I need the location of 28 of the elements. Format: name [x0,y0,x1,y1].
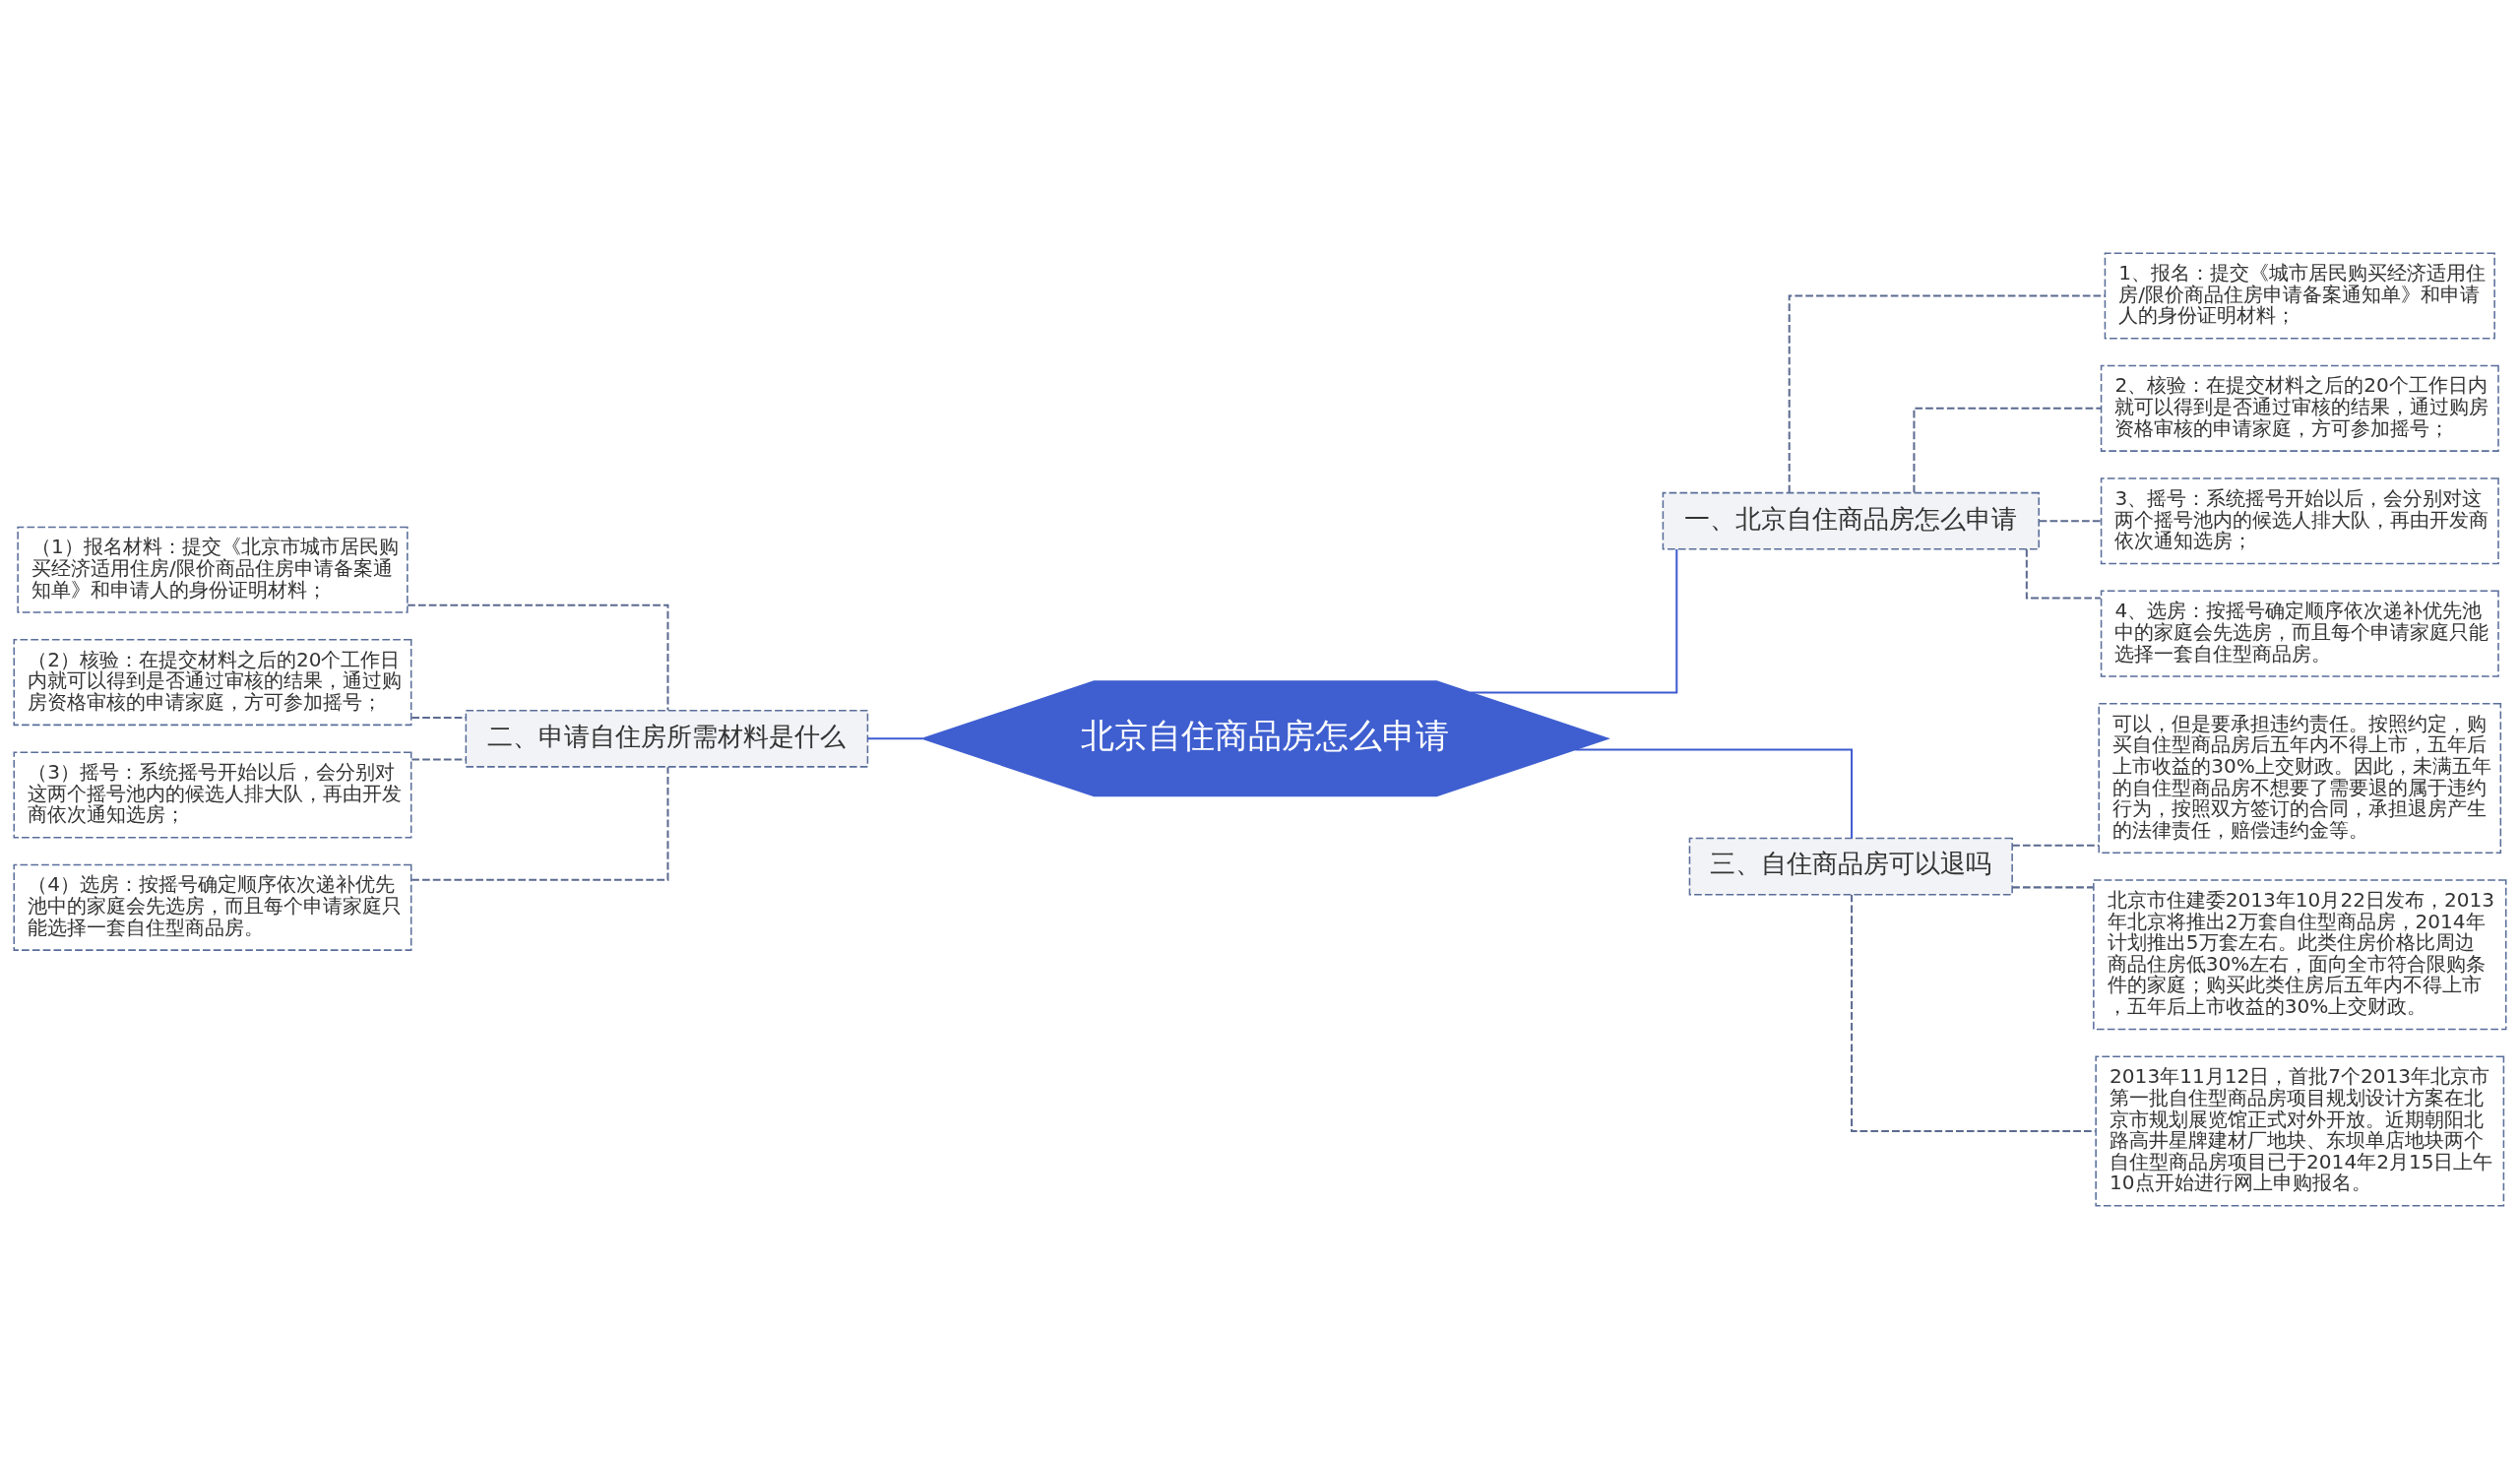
connector [1913,407,2102,492]
node-box: 2013年11月12日，首批7个2013年北京市第一批自住型商品房项目规划设计方案在北京市规划展览馆正式对外开放。近期朝阳北路高井星牌建材厂地块、东坝单店地块两个自住型商品房项目已于2014年2月15日上午10点开始进行网上申购报名。 [2095,1055,2505,1207]
node-box: 一、北京自住商品房怎么申请 [1662,491,2040,550]
node-box: 4、选房：按摇号确定顺序依次递补优先池中的家庭会先选房，而且每个申请家庭只能选择一套自住型商品房。 [2100,590,2499,677]
node-box: 二、申请自住房所需材料是什么 [465,709,869,768]
node-box: 三、自住商品房可以退吗 [1688,837,2013,895]
connector [1575,748,1854,838]
connector [1470,548,1678,693]
connector [1851,894,2096,1132]
connector [2039,519,2102,522]
node-box: 可以，但是要承担违约责任。按照约定，购买自住型商品房后五年内不得上市，五年后上市收益的30%上交财政。因此，未满五年的自住型商品房不想要了需要退的属于违约行为，按照双方签订的合同，承担退房产生的法律责任，赔偿违约金等。 [2098,702,2502,854]
connector [2012,844,2100,847]
node-box: 3、摇号：系统摇号开始以后，会分别对这两个摇号池内的候选人排大队，再由开发商依次通知选房； [2100,476,2499,564]
node-box: （2）核验：在提交材料之后的20个工作日内就可以得到是否通过审核的结果，通过购房资格审核的申请家庭，方可参加摇号； [13,638,412,726]
node-box: 2、核验：在提交材料之后的20个工作日内就可以得到是否通过审核的结果，通过购房资格审核的申请家庭，方可参加摇号； [2100,364,2499,452]
connector [2012,885,2094,888]
node-box: （1）报名材料：提交《北京市城市居民购买经济适用住房/限价商品住房申请备案通知单》和申请人的身份证明材料； [17,526,409,613]
connector [408,603,669,711]
node-box: （3）摇号：系统摇号开始以后，会分别对这两个摇号池内的候选人排大队，再由开发商依次通知选房； [13,750,412,839]
connector [411,716,467,719]
connector [2025,548,2101,600]
connector [867,736,923,739]
connector [411,766,669,881]
node-box: （4）选房：按摇号确定顺序依次递补优先池中的家庭会先选房，而且每个申请家庭只能选择一套自住型商品房。 [13,863,412,951]
node-box: 1、报名：提交《城市居民购买经济适用住房/限价商品住房申请备案通知单》和申请人的身份证明材料； [2104,251,2495,339]
connector [411,758,467,761]
connector [1788,293,2105,492]
node-box: 北京市住建委2013年10月22日发布，2013年北京将推出2万套自住型商品房，2014年计划推出5万套左右。此类住房价格比周边商品住房低30%左右，面向全市符合限购条件的家庭；购买此类住房后五年内不得上市，五年后上市收益的30%上交财政。 [2093,878,2507,1030]
